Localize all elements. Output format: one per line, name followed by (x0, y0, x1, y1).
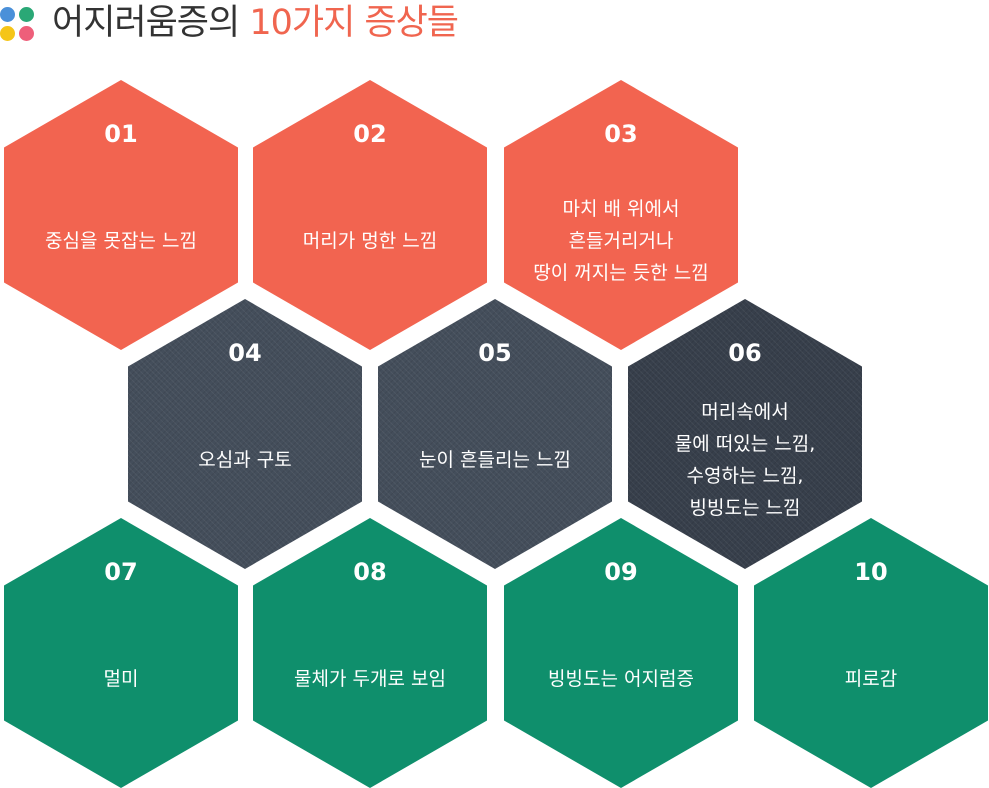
green-dot-icon (19, 7, 34, 22)
symptom-hex-09: 09 빙빙도는 어지럼증 (504, 518, 738, 788)
symptom-text: 눈이 흔들리는 느낌 (419, 449, 571, 471)
symptom-number: 05 (478, 339, 512, 367)
pink-dot-icon (19, 26, 34, 41)
symptom-number: 04 (228, 339, 262, 367)
symptom-number: 06 (728, 339, 762, 367)
symptom-text: 오심과 구토 (198, 449, 292, 471)
symptom-hex-07: 07 멀미 (4, 518, 238, 788)
symptom-number: 08 (353, 558, 387, 586)
symptom-hex-05: 05 눈이 흔들리는 느낌 (378, 299, 612, 569)
symptom-text: 머리가 멍한 느낌 (302, 230, 438, 252)
blue-dot-icon (0, 7, 15, 22)
symptom-number: 07 (104, 558, 138, 586)
symptom-hex-06: 06 머리속에서 물에 떠있는 느낌, 수영하는 느낌, 빙빙도는 느낌 (628, 299, 862, 569)
page-title: 어지러움증의 10가지 증상들 (52, 0, 459, 48)
symptom-hex-08: 08 물체가 두개로 보임 (253, 518, 487, 788)
symptom-hex-02: 02 머리가 멍한 느낌 (253, 80, 487, 350)
symptom-hex-10: 10 피로감 (754, 518, 988, 788)
symptom-text: 피로감 (844, 668, 898, 690)
symptom-hex-01: 01 중심을 못잡는 느낌 (4, 80, 238, 350)
symptom-number: 01 (104, 120, 138, 148)
symptom-number: 10 (854, 558, 888, 586)
symptom-hex-04: 04 오심과 구토 (128, 299, 362, 569)
yellow-dot-icon (0, 26, 15, 41)
symptom-text: 물체가 두개로 보임 (294, 668, 446, 690)
symptom-text: 마치 배 위에서 흔들거리거나 땅이 꺼지는 듯한 느낌 (533, 198, 709, 284)
symptom-number: 09 (604, 558, 638, 586)
header: 어지러움증의 10가지 증상들 (0, 0, 989, 50)
symptom-text: 중심을 못잡는 느낌 (45, 230, 197, 252)
logo-dots-icon (0, 7, 38, 45)
title-accent: 10가지 증상들 (249, 3, 459, 43)
symptom-text: 머리속에서 물에 떠있는 느낌, 수영하는 느낌, 빙빙도는 느낌 (674, 401, 816, 519)
symptom-number: 03 (604, 120, 638, 148)
symptom-text: 멀미 (103, 668, 139, 690)
title-main: 어지러움증의 (52, 3, 250, 43)
symptom-text: 빙빙도는 어지럼증 (548, 668, 694, 690)
symptom-hex-03: 03 마치 배 위에서 흔들거리거나 땅이 꺼지는 듯한 느낌 (504, 80, 738, 350)
symptom-number: 02 (353, 120, 387, 148)
